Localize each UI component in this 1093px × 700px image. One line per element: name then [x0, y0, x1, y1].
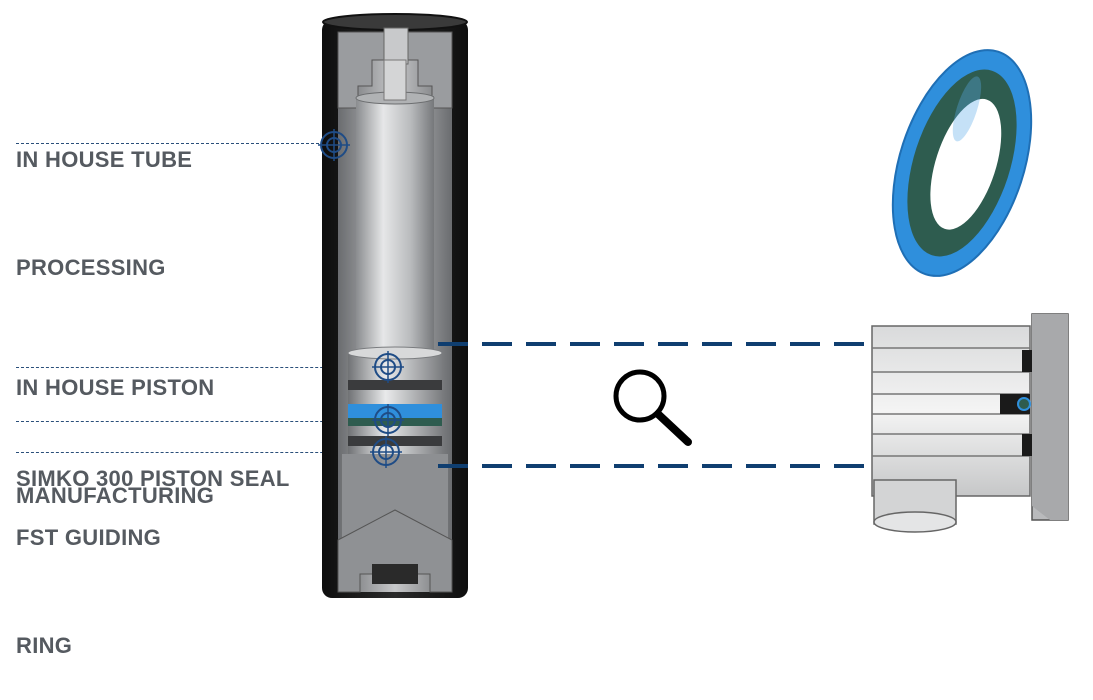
detail-guide-ring-top	[1022, 350, 1032, 372]
label-guiding-ring-line1: FST GUIDING	[16, 525, 162, 550]
seal-ring-bore	[930, 98, 1002, 230]
seal-ring-highlight	[952, 76, 982, 142]
crosshair-target-icon	[318, 129, 350, 161]
callout-line-guide	[16, 452, 388, 453]
detail-housing-step	[1032, 314, 1068, 520]
piston-guide-band-lower	[348, 436, 442, 446]
piston-seal-band	[348, 404, 442, 418]
crosshair-target-icon	[372, 351, 404, 383]
label-tube-processing: IN HOUSE TUBE PROCESSING	[16, 70, 192, 322]
label-tube-processing-line2: PROCESSING	[16, 255, 166, 280]
detail-rod-end	[873, 511, 957, 533]
label-piston-manufacturing: IN HOUSE PISTON MANUFACTURING	[16, 298, 214, 550]
crosshair-target-icon	[370, 436, 402, 468]
rod-neck	[383, 59, 407, 101]
cylinder-cutaway	[322, 13, 468, 598]
detail-seal-oring	[1017, 397, 1031, 411]
label-piston-manufacturing-line1: IN HOUSE PISTON	[16, 375, 215, 400]
crosshair-target-icon	[372, 404, 404, 436]
callout-line-piston	[16, 367, 388, 368]
head-shaft	[383, 27, 409, 65]
label-piston-seal-line1: SIMKO 300 PISTON SEAL	[16, 466, 290, 491]
piston-guide-band	[348, 380, 442, 390]
callout-line-seal	[16, 421, 388, 422]
cylinder-end-cap	[337, 509, 453, 593]
label-tube-processing-line1: IN HOUSE TUBE	[16, 147, 193, 172]
piston-rod	[356, 96, 434, 354]
label-piston-seal: SIMKO 300 PISTON SEAL	[16, 389, 290, 533]
piston-top-face	[347, 346, 443, 360]
magnifier-icon	[613, 369, 692, 446]
label-guiding-ring-line2: RING	[16, 633, 73, 658]
end-cap-port	[372, 564, 418, 584]
piston-detail-zoom	[871, 313, 1069, 533]
detail-guide-ring-bottom	[1022, 434, 1032, 456]
seal-ring-image	[891, 49, 1033, 277]
callout-line-tube	[16, 143, 334, 144]
illustration-canvas	[318, 13, 1069, 598]
label-piston-manufacturing-line2: MANUFACTURING	[16, 483, 215, 508]
